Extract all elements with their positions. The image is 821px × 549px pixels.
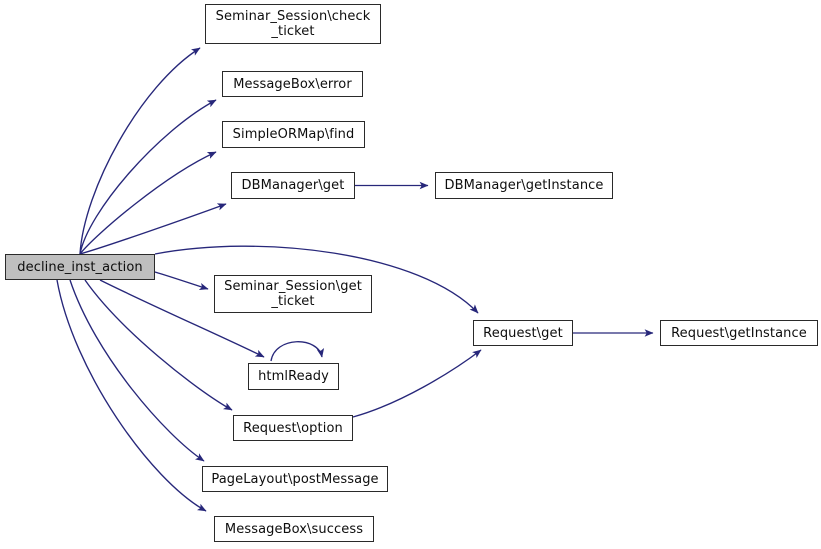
edge-decline-to-check-ticket	[79, 47, 201, 255]
node-simpleormap-find[interactable]: SimpleORMap\find	[222, 121, 365, 148]
node-messagebox-error[interactable]: MessageBox\error	[222, 71, 363, 97]
edge-decline-to-request-option	[84, 279, 233, 411]
node-request-get[interactable]: Request\get	[473, 320, 573, 346]
edge-decline-to-dbmanager-get	[79, 203, 227, 255]
edge-decline-to-messagebox-success	[56, 279, 207, 512]
node-dbmanager-getinstance[interactable]: DBManager\getInstance	[435, 172, 613, 199]
edge-decline-to-get-ticket	[154, 271, 209, 291]
node-seminar-session-check-ticket[interactable]: Seminar_Session\check _ticket	[205, 4, 381, 44]
edge-htmlready-self-loop	[270, 341, 325, 362]
node-request-getinstance[interactable]: Request\getInstance	[660, 320, 818, 346]
edge-decline-to-messagebox-error	[79, 99, 217, 255]
node-seminar-session-get-ticket[interactable]: Seminar_Session\get _ticket	[214, 275, 372, 313]
node-decline-inst-action[interactable]: decline_inst_action	[5, 254, 155, 280]
node-dbmanager-get[interactable]: DBManager\get	[231, 172, 355, 199]
edge-decline-to-simpleormap-find	[79, 151, 217, 255]
node-pagelayout-postmessage[interactable]: PageLayout\postMessage	[202, 466, 388, 492]
node-htmlready[interactable]: htmlReady	[248, 363, 339, 390]
node-request-option[interactable]: Request\option	[233, 415, 353, 441]
node-messagebox-success[interactable]: MessageBox\success	[214, 516, 374, 542]
edge-request-option-to-request-get	[352, 349, 482, 418]
edge-decline-to-pagelayout-postmessage	[69, 279, 205, 462]
